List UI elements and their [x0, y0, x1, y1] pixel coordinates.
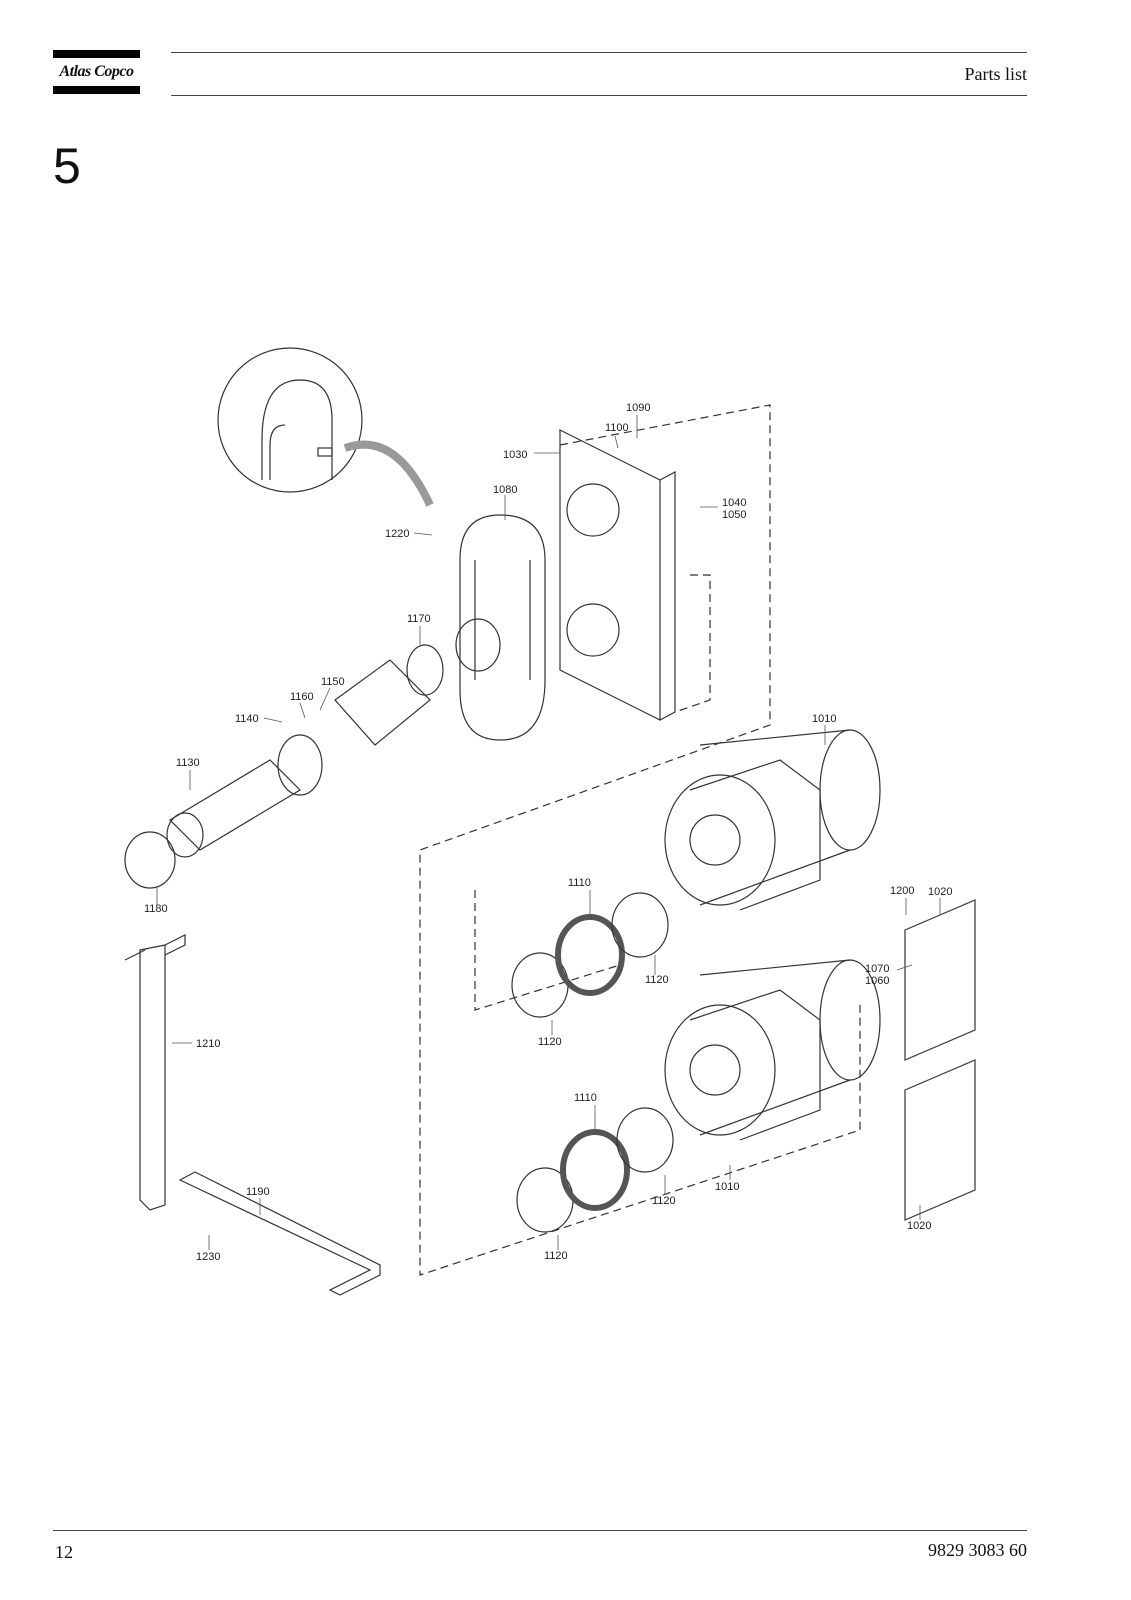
clamp-1180 [124, 831, 176, 889]
callout-1120-upper-left: 1120 [538, 1036, 562, 1048]
document-number: 9829 3083 60 [928, 1540, 1027, 1560]
callout-1190: 1190 [246, 1186, 270, 1198]
callout-1180: 1180 [144, 903, 168, 915]
detail-view-circle [217, 347, 363, 493]
callout-1010-upper: 1010 [812, 713, 836, 725]
callout-1040: 1040 [722, 497, 746, 509]
callout-1160: 1160 [290, 691, 314, 703]
chapter-number: 5 [53, 138, 81, 194]
detail-elbow [261, 379, 333, 480]
callout-1120-lower-left: 1120 [544, 1250, 568, 1262]
mounting-plate [559, 429, 661, 721]
assembly-outline [419, 404, 861, 1276]
callout-1230: 1230 [196, 1251, 220, 1263]
callout-1150: 1150 [321, 676, 345, 688]
detail-arrow [343, 440, 434, 507]
clamp-1120-upper-right [611, 892, 669, 958]
callout-1030: 1030 [503, 449, 527, 461]
seal-1110-lower [560, 1129, 630, 1211]
bracket-1020-lower [904, 1059, 976, 1221]
callout-1020-upper: 1020 [928, 886, 952, 898]
callout-1020-lower: 1020 [907, 1220, 931, 1232]
callout-1140: 1140 [235, 713, 259, 725]
logo-wordmark: Atlas Copco [59, 63, 134, 80]
callout-1110-lower: 1110 [574, 1092, 597, 1104]
callout-1100: 1100 [605, 422, 629, 434]
callout-1200: 1200 [890, 885, 914, 897]
intake-elbow [459, 514, 546, 741]
support-1210 [139, 944, 166, 1211]
callout-1120-upper-right: 1120 [645, 974, 669, 986]
callout-1110-upper: 1110 [568, 877, 591, 889]
header-rule-bottom [171, 95, 1027, 96]
callout-1120-lower-right: 1120 [652, 1195, 676, 1207]
clamp-1120-lower-right [616, 1107, 674, 1173]
pipe-1130 [169, 759, 301, 851]
section-title: Parts list [964, 64, 1027, 84]
callout-1060: 1060 [865, 975, 889, 987]
hose-1150 [334, 659, 431, 746]
atlas-copco-logo: Atlas Copco [53, 50, 140, 94]
footer-rule [53, 1530, 1027, 1531]
support-1190 [178, 1171, 381, 1296]
air-filter-upper [819, 729, 881, 851]
bracket-1020-upper [904, 899, 976, 1061]
page-number: 12 [55, 1542, 73, 1562]
logo-bar-bottom [53, 86, 140, 94]
callout-1070: 1070 [865, 963, 889, 975]
callout-1090: 1090 [626, 402, 650, 414]
callout-1210: 1210 [196, 1038, 220, 1050]
callout-1220: 1220 [385, 528, 409, 540]
callout-1050: 1050 [722, 509, 746, 521]
logo-bar-top [53, 50, 140, 58]
callout-1010-lower: 1010 [715, 1181, 739, 1193]
callout-1130: 1130 [176, 757, 200, 769]
header-rule-top [171, 52, 1027, 53]
callout-1080: 1080 [493, 484, 517, 496]
callout-1170: 1170 [407, 613, 431, 625]
